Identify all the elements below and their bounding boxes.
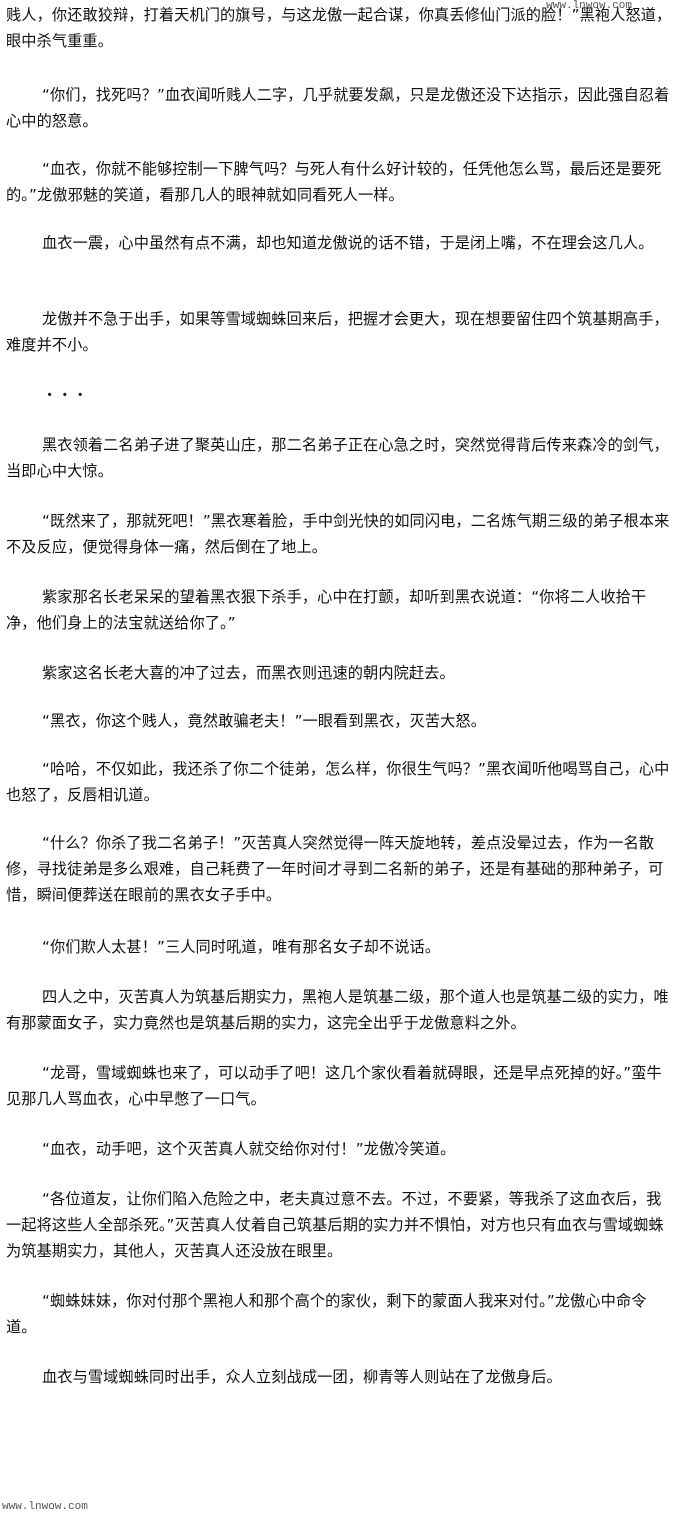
paragraph-16: “血衣，动手吧，这个灭苦真人就交给你对付！”龙傲冷笑道。 [42,1140,456,1158]
paragraph-14: 四人之中，灭苦真人为筑基后期实力，黑袍人是筑基二级，那个道人也是筑基二级的实力，… [6,988,669,1032]
paragraph-12: “什么？你杀了我二名弟子！”灭苦真人突然觉得一阵天旋地转，差点没晕过去，作为一名… [6,834,664,904]
paragraph-3: “血衣，你就不能够控制一下脾气吗？与死人有什么好计较的，任凭他怎么骂，最后还是要… [6,160,662,204]
watermark-top: www.lnwow.com [546,0,632,12]
paragraph-2: “你们，找死吗？”血衣闻听贱人二字，几乎就要发飙，只是龙傲还没下达指示，因此强自… [6,86,670,130]
paragraph-6: 黑衣领着二名弟子进了聚英山庄，那二名弟子正在心急之时，突然觉得背后传来森冷的剑气… [6,436,669,480]
paragraph-9: 紫家这名长老大喜的冲了过去，而黑衣则迅速的朝内院赶去。 [42,664,455,682]
paragraph-17: “各位道友，让你们陷入危险之中，老夫真过意不去。不过，不要紧，等我杀了这血衣后，… [6,1190,664,1260]
paragraph-4: 血衣一震，心中虽然有点不满，却也知道龙傲说的话不错，于是闭上嘴，不在理会这几人。 [42,234,654,252]
watermark-bottom: www.lnwow.com [2,1501,88,1513]
paragraph-7: “既然来了，那就死吧！”黑衣寒着脸，手中剑光快的如同闪电，二名炼气期三级的弟子根… [6,512,670,556]
paragraph-13: “你们欺人太甚！”三人同时吼道，唯有那名女子却不说话。 [42,938,441,956]
paragraph-1: 贱人，你还敢狡辩，打着天机门的旗号，与这龙傲一起合谋，你真丢修仙门派的脸！”黑袍… [6,6,672,50]
paragraph-10: “黑衣，你这个贱人，竟然敢骗老夫！”一眼看到黑衣，灭苦大怒。 [42,712,486,730]
paragraph-8: 紫家那名长老呆呆的望着黑衣狠下杀手，心中在打颤，却听到黑衣说道：“你将二人收拾干… [6,588,647,632]
paragraph-11: “哈哈，不仅如此，我还杀了你二个徒弟，怎么样，你很生气吗？”黑衣闻听他喝骂自己，… [6,760,670,804]
scene-separator: ・・・ [42,386,88,404]
paragraph-15: “龙哥，雪域蜘蛛也来了，可以动手了吧！这几个家伙看着就碍眼，还是早点死掉的好。”… [6,1064,662,1108]
paragraph-18: “蜘蛛妹妹，你对付那个黑袍人和那个高个的家伙，剩下的蒙面人我来对付。”龙傲心中命… [6,1292,647,1336]
paragraph-5: 龙傲并不急于出手，如果等雪域蜘蛛回来后，把握才会更大，现在想要留住四个筑基期高手… [6,310,669,354]
paragraph-19: 血衣与雪域蜘蛛同时出手，众人立刻战成一团，柳青等人则站在了龙傲身后。 [42,1368,562,1386]
